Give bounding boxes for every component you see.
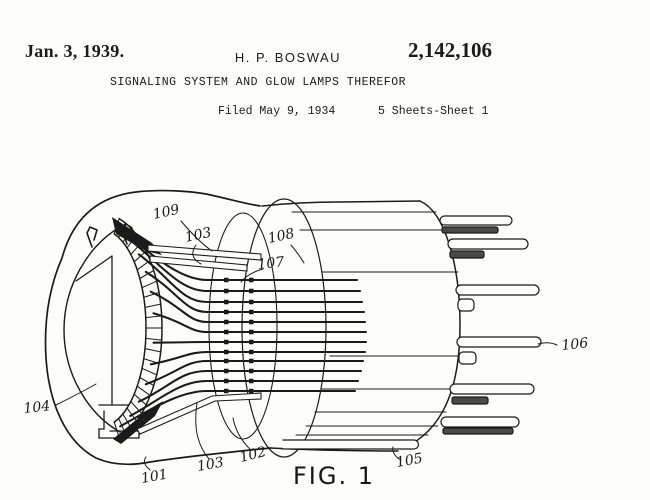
leader-103-top bbox=[192, 244, 202, 265]
leader-lines bbox=[55, 220, 558, 471]
press-seal bbox=[208, 212, 278, 440]
leader-108 bbox=[290, 244, 305, 264]
pin-sub-6 bbox=[442, 427, 514, 435]
label-104: 104 bbox=[23, 398, 51, 417]
base-shell-bottom-band bbox=[282, 439, 420, 450]
pin-sub-5 bbox=[451, 396, 489, 405]
leader-102 bbox=[232, 417, 252, 451]
patent-number: 2,142,106 bbox=[408, 38, 492, 62]
pin-sub-3 bbox=[457, 298, 475, 312]
pin-6 bbox=[440, 416, 520, 428]
patent-title: SIGNALING SYSTEM AND GLOW LAMPS THEREFOR bbox=[109, 76, 407, 89]
patent-date: Jan. 3, 1939. bbox=[25, 41, 125, 61]
sheet-count: 5 Sheets-Sheet 1 bbox=[378, 105, 489, 118]
label-107: 107 bbox=[257, 254, 285, 273]
glass-envelope-outline bbox=[44, 189, 271, 466]
label-102: 102 bbox=[238, 444, 268, 466]
pin-sub-1 bbox=[441, 226, 499, 234]
pin-sub-4 bbox=[458, 351, 477, 365]
pin-2 bbox=[447, 238, 529, 250]
base-shell-section-lines bbox=[291, 211, 461, 436]
label-109: 109 bbox=[152, 202, 182, 223]
support-rods bbox=[136, 244, 262, 435]
dome-inner-arc bbox=[63, 226, 121, 433]
label-105: 105 bbox=[395, 451, 424, 471]
lead-wire-beads bbox=[224, 277, 254, 394]
label-108: 108 bbox=[267, 226, 297, 247]
leader-104 bbox=[55, 383, 97, 406]
mount-clip-right bbox=[121, 222, 133, 245]
label-106: 106 bbox=[561, 335, 589, 354]
mount-clip-left bbox=[86, 225, 98, 248]
leader-109 bbox=[180, 220, 213, 252]
support-rod-top-2 bbox=[149, 255, 248, 272]
contact-pins bbox=[439, 215, 542, 435]
leader-107 bbox=[240, 268, 264, 283]
pin-1 bbox=[439, 215, 513, 226]
pin-4 bbox=[456, 336, 542, 348]
leader-103-bottom bbox=[195, 402, 210, 460]
filing-date: Filed May 9, 1934 bbox=[218, 105, 336, 118]
label-103-bottom: 103 bbox=[196, 455, 225, 475]
pin-3 bbox=[455, 284, 540, 296]
support-rod-top-1 bbox=[147, 244, 262, 261]
leader-101 bbox=[143, 456, 151, 471]
leader-105 bbox=[392, 446, 402, 461]
pin-sub-2 bbox=[449, 250, 485, 259]
figure-caption: FIG. 1 bbox=[293, 462, 375, 490]
reference-labels: 109 103 108 107 106 104 101 103 102 105 bbox=[23, 202, 589, 487]
label-101: 101 bbox=[140, 467, 169, 487]
rear-envelope-dome bbox=[241, 198, 327, 458]
base-shell bbox=[261, 200, 461, 452]
leader-106 bbox=[537, 342, 558, 346]
ring-bottom-shadow bbox=[113, 401, 163, 444]
label-103-top: 103 bbox=[184, 225, 214, 246]
pin-5 bbox=[449, 383, 535, 395]
support-rod-bottom bbox=[136, 392, 262, 435]
inventor-name: H. P. BOSWAU bbox=[234, 50, 342, 65]
